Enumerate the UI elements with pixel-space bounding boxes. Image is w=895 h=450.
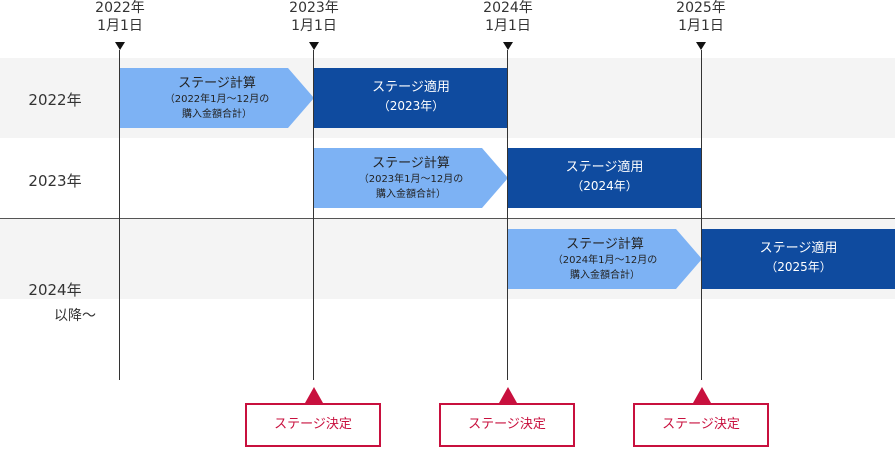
stage-calc-title: ステージ計算: [372, 156, 450, 171]
stage-apply-detail: （2024年）: [571, 179, 638, 193]
stage-apply-title: ステージ適用: [372, 80, 450, 95]
stage-decision-2025: ステージ決定: [633, 403, 769, 447]
year-header-date: 1月1日: [678, 18, 724, 34]
year-header-2025: 2025年 1月1日: [651, 0, 751, 35]
stage-apply-detail: （2023年）: [377, 99, 445, 113]
stage-calc-2023: ステージ計算 （2023年1月～12月の 購入金額合計）: [314, 148, 508, 208]
stage-calc-title: ステージ計算: [178, 76, 256, 91]
stage-apply-2024: ステージ適用 （2024年）: [508, 148, 701, 208]
decision-arrow-2024: [499, 387, 517, 403]
decision-arrow-2025: [693, 387, 711, 403]
year-header-2024: 2024年 1月1日: [458, 0, 558, 35]
year-header-year: 2022年: [95, 0, 145, 16]
stage-calc-detail: （2023年1月～12月の: [358, 174, 464, 185]
stage-apply-2023: ステージ適用 （2023年）: [314, 68, 508, 128]
stage-calc-2024: ステージ計算 （2024年1月～12月の 購入金額合計）: [508, 229, 702, 289]
year-header-date: 1月1日: [291, 18, 337, 34]
timeline-marker-2025: [696, 42, 706, 50]
row-divider: [0, 218, 895, 219]
timeline-line-2023: [313, 50, 314, 380]
timeline-line-2025: [701, 50, 702, 380]
year-header-2022: 2022年 1月1日: [70, 0, 170, 35]
stage-calc-detail: （2022年1月～12月の: [164, 94, 270, 105]
stage-apply-2025: ステージ適用 （2025年）: [702, 229, 895, 289]
year-header-year: 2023年: [289, 0, 339, 16]
year-header-year: 2025年: [676, 0, 726, 16]
stage-calc-detail: 購入金額合計）: [376, 189, 446, 200]
stage-decision-2024: ステージ決定: [439, 403, 575, 447]
row-label-2022: 2022年: [28, 91, 82, 109]
timeline-marker-2023: [309, 42, 319, 50]
year-header-date: 1月1日: [97, 18, 143, 34]
stage-decision-2023: ステージ決定: [245, 403, 381, 447]
timeline-marker-2024: [503, 42, 513, 50]
row-label-2024: 2024年: [28, 281, 82, 299]
stage-apply-title: ステージ適用: [565, 160, 644, 175]
stage-calc-detail: 購入金額合計）: [182, 109, 252, 120]
stage-calc-detail: （2024年1月～12月の: [552, 255, 658, 266]
row-label-2024-suffix: 以降～: [54, 308, 96, 324]
decision-arrow-2023: [305, 387, 323, 403]
stage-apply-title: ステージ適用: [759, 241, 838, 256]
timeline-line-2024: [507, 50, 508, 380]
year-header-date: 1月1日: [485, 18, 531, 34]
year-header-2023: 2023年 1月1日: [264, 0, 364, 35]
timeline-line-2022: [119, 50, 120, 380]
year-header-year: 2024年: [483, 0, 533, 16]
stage-calc-title: ステージ計算: [566, 237, 644, 252]
timeline-marker-2022: [115, 42, 125, 50]
row-label-2023: 2023年: [28, 172, 82, 190]
stage-apply-detail: （2025年）: [765, 260, 832, 274]
stage-calc-detail: 購入金額合計）: [570, 270, 640, 281]
stage-calc-2022: ステージ計算 （2022年1月～12月の 購入金額合計）: [120, 68, 314, 128]
